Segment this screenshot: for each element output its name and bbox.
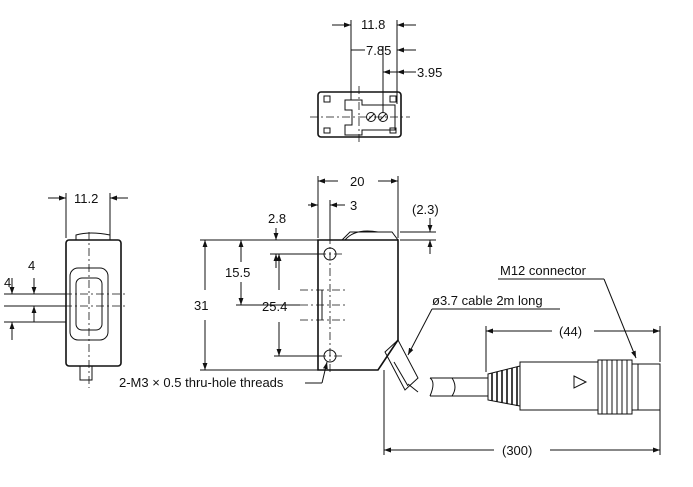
dim-front-3: 3 <box>350 198 357 213</box>
top-view-notch-left-bottom <box>323 127 331 134</box>
dim-top-7-85: 7.85 <box>366 43 391 58</box>
cable-callout-label: ø3.7 cable 2m long <box>432 293 543 308</box>
dim-cable-44: (44) <box>559 324 582 339</box>
dim-top-11-8: 11.8 <box>361 17 385 32</box>
side-view: 11.2 4 4 <box>4 191 128 388</box>
dim-top-3-95: 3.95 <box>417 65 442 80</box>
side-view-cable-stub <box>79 365 93 381</box>
dim-front-31: 31 <box>194 298 208 313</box>
front-view: 20 3 2.8 31 15.5 25.4 (2.3) <box>119 174 439 390</box>
front-view-top-bump <box>341 231 399 241</box>
dim-front-15-5: 15.5 <box>225 265 250 280</box>
dim-side-4-b: 4 <box>28 258 35 273</box>
side-view-top-cap <box>75 232 111 240</box>
dim-side-4-a: 4 <box>4 275 11 290</box>
dim-cable-300: (300) <box>502 443 532 458</box>
top-view-notch-right <box>389 95 397 103</box>
side-view-outline <box>65 239 122 367</box>
top-view-outline <box>317 91 402 138</box>
connector-tip <box>631 363 661 411</box>
dim-front-2-3: (2.3) <box>412 202 439 217</box>
dim-front-2-8: 2.8 <box>268 211 286 226</box>
thread-callout-label: 2-M3 × 0.5 thru-hole threads <box>119 375 284 390</box>
top-view-terminal-slot <box>344 99 396 136</box>
top-view: 11.8 7.85 3.95 <box>310 17 442 142</box>
dim-front-25-4: 25.4 <box>262 299 287 314</box>
top-view-notch-left <box>323 95 331 103</box>
dim-side-11-2: 11.2 <box>74 191 98 206</box>
cable-assembly: (44) (300) M12 connector ø3.7 cable 2m l… <box>383 263 661 458</box>
arrow-mark-icon <box>573 375 588 389</box>
dim-front-20: 20 <box>350 174 364 189</box>
front-view-outline <box>317 239 399 371</box>
cable-gland <box>384 339 419 391</box>
connector-body <box>519 361 599 411</box>
m12-connector-label: M12 connector <box>500 263 587 278</box>
